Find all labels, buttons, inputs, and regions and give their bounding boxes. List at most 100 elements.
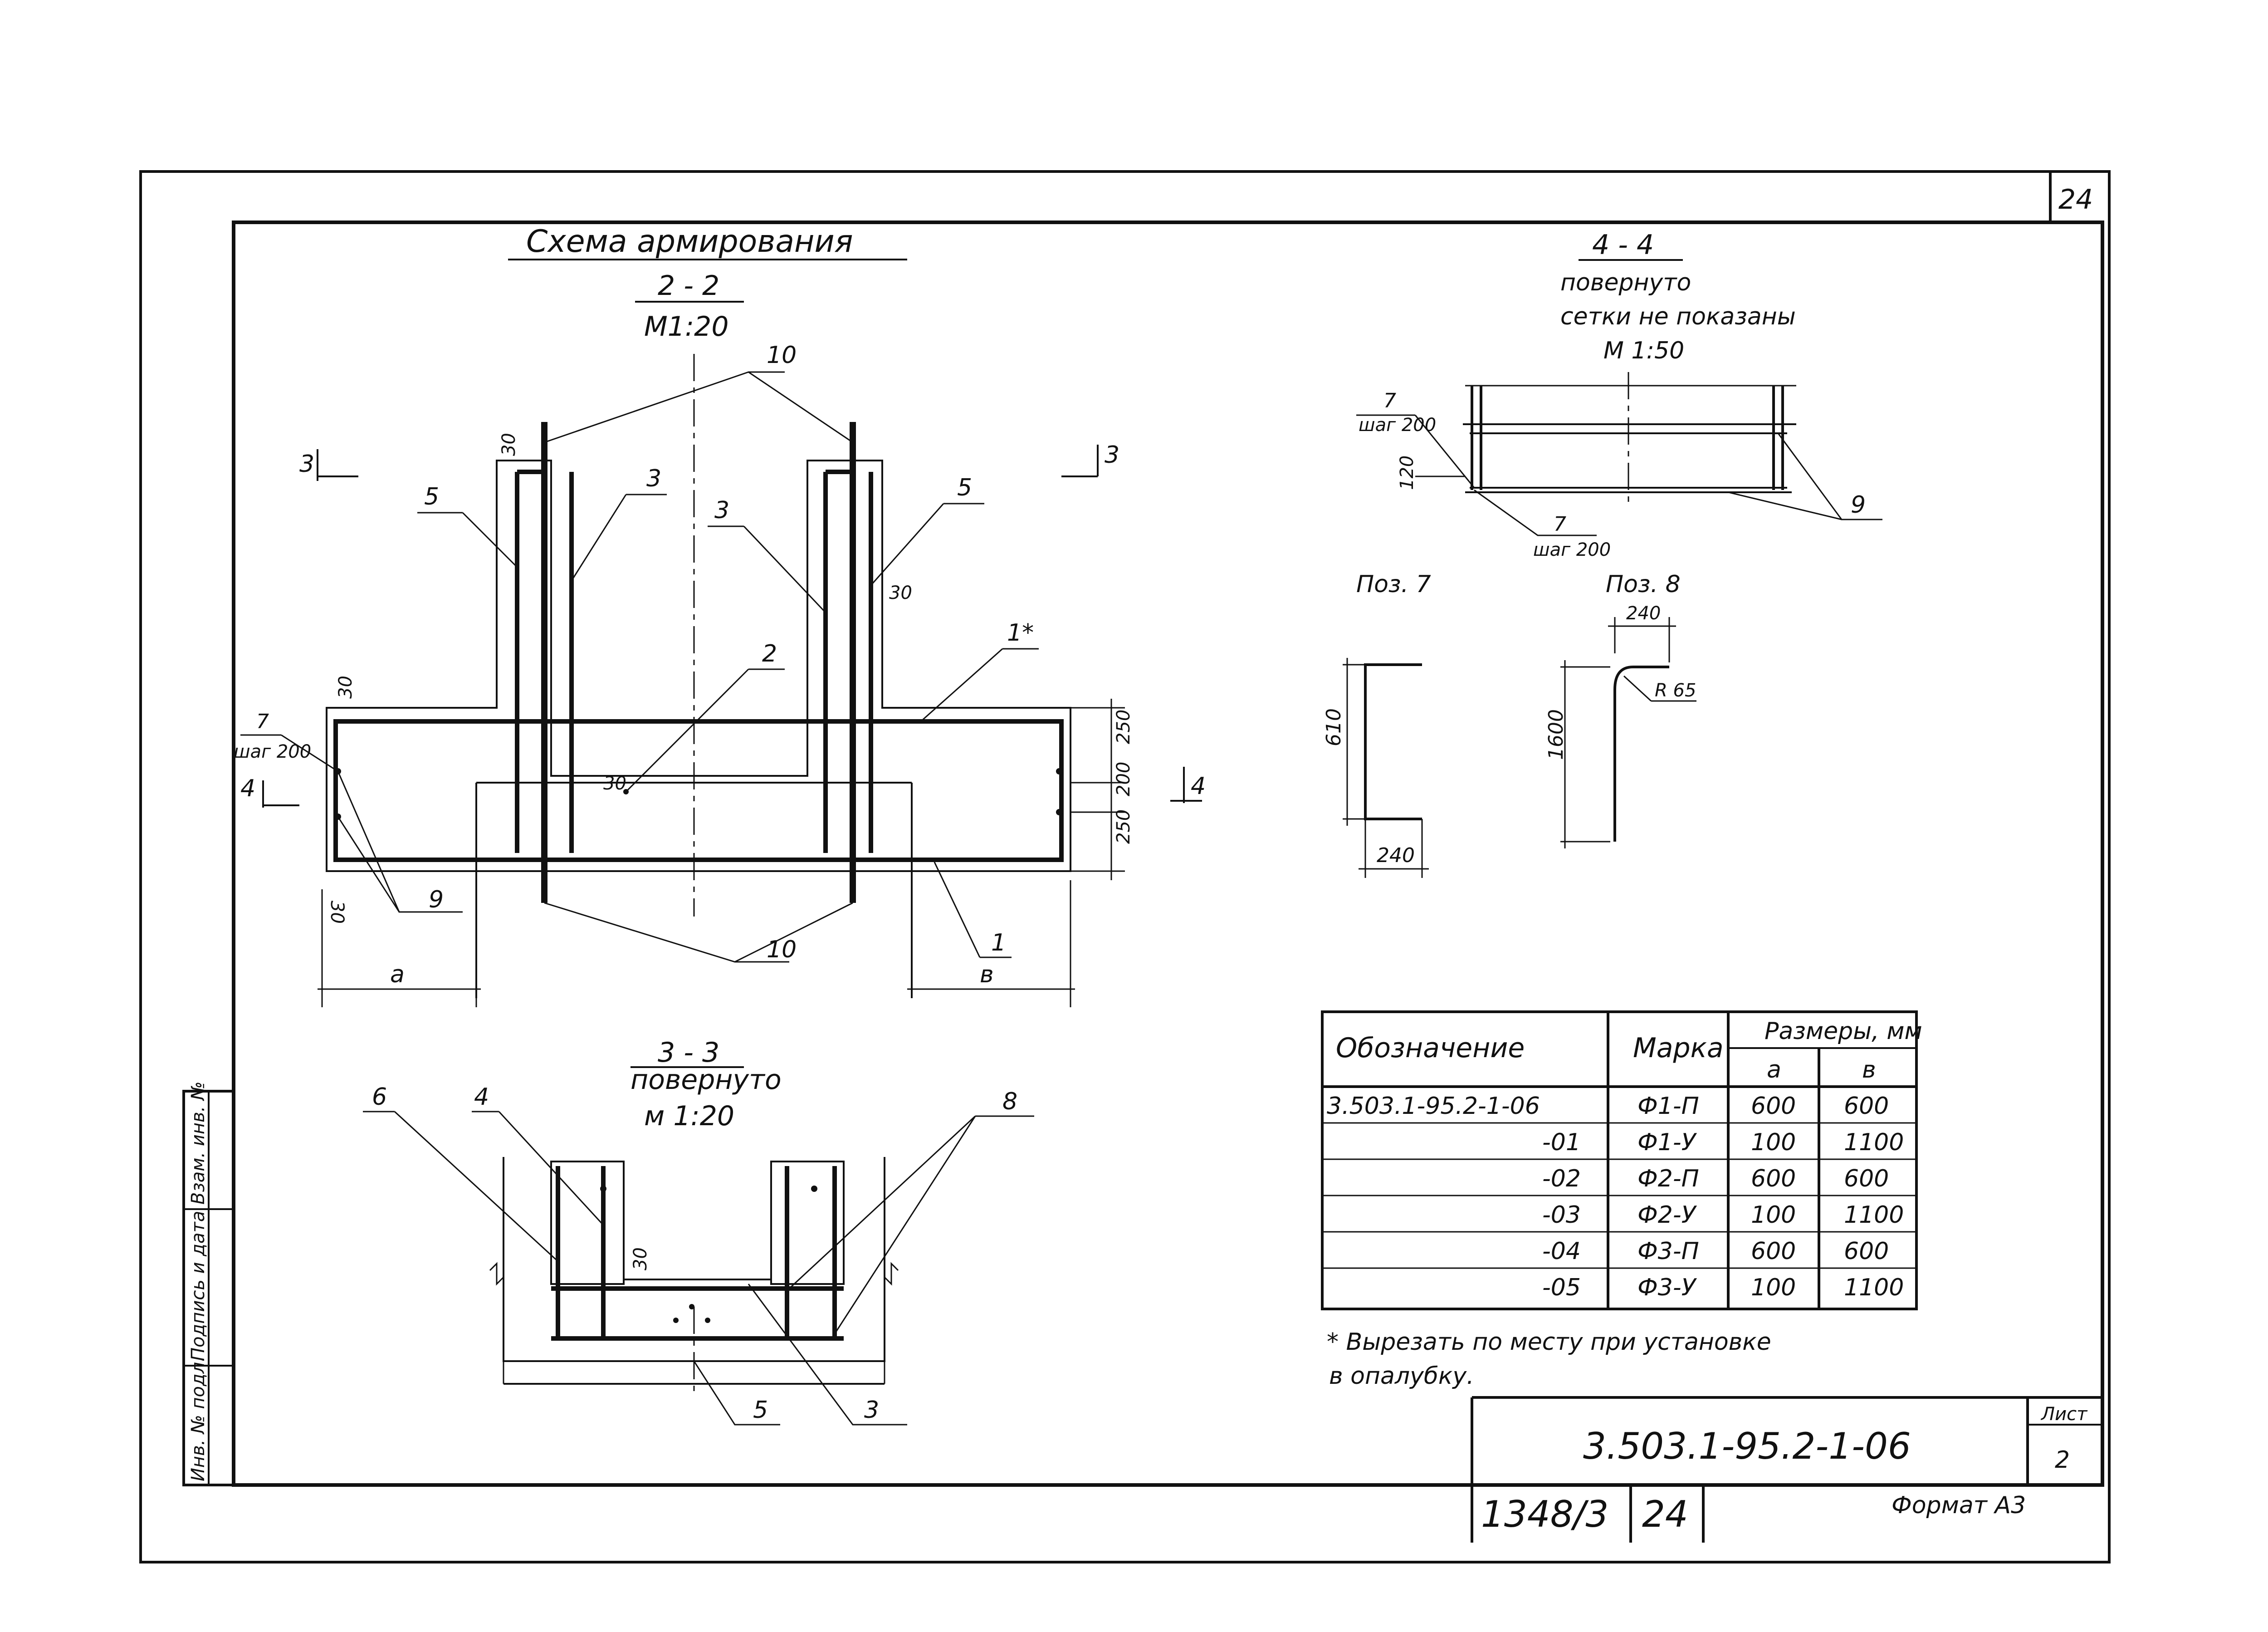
detail-poz8-radius: R 65: [1655, 680, 1696, 701]
pos-7-top: 7: [1383, 389, 1396, 412]
pos-5-section: 5: [753, 1397, 768, 1424]
section-3-3-note: повернуто: [631, 1064, 782, 1096]
step-label-bottom: шаг 200: [1533, 539, 1611, 560]
table-header-designation: Обозначение: [1336, 1032, 1525, 1064]
svg-text:100: 100: [1751, 1274, 1796, 1301]
stamp-vzam-inv: Взам. инв. №: [188, 1081, 209, 1205]
svg-text:30: 30: [327, 901, 347, 924]
pos-3-left: 3: [646, 465, 661, 492]
svg-text:-05: -05: [1542, 1274, 1581, 1301]
pos-7-left: 7: [256, 710, 269, 733]
pos-3-right: 3: [714, 497, 729, 524]
cut-4-left: 4: [240, 775, 255, 802]
dim-b: в: [980, 961, 994, 988]
svg-text:120: 120: [1397, 456, 1418, 490]
table-row: 3.503.1-95.2-1-06 Ф1-П 600 600: [1327, 1093, 1889, 1120]
title-block-sheet-label: Лист: [2040, 1404, 2088, 1425]
svg-text:Ф2-У: Ф2-У: [1637, 1201, 1697, 1229]
detail-poz7-width: 240: [1377, 844, 1415, 867]
svg-text:-01: -01: [1542, 1129, 1581, 1156]
footnote-line2: в опалубку.: [1329, 1362, 1474, 1390]
svg-text:30: 30: [499, 433, 519, 456]
pos-10-top: 10: [767, 342, 797, 369]
pos-3-section: 3: [864, 1397, 879, 1424]
step-label-left: шаг 200: [234, 741, 311, 762]
title-block: 3.503.1-95.2-1-06 Лист 2 1348/3 24 Форма…: [1471, 1396, 2102, 1543]
svg-text:Ф3-У: Ф3-У: [1637, 1274, 1697, 1301]
section-4-4-label: 4 - 4: [1592, 229, 1654, 261]
svg-text:30: 30: [889, 583, 912, 603]
cut-3-left: 3: [299, 451, 314, 478]
svg-text:600: 600: [1751, 1165, 1796, 1192]
svg-text:30: 30: [603, 773, 626, 794]
pos-9-top: 9: [1851, 491, 1866, 519]
section-2-2: Схема армирования 2 - 2 М1:20: [234, 224, 1206, 1007]
section-3-3: 3 - 3 повернуто м 1:20 6 4: [363, 1037, 1034, 1426]
svg-text:200: 200: [1113, 762, 1134, 796]
pos-5-right: 5: [957, 474, 972, 501]
svg-text:30: 30: [630, 1247, 651, 1270]
section-4-4-scale: М 1:50: [1603, 337, 1684, 364]
table-header-a: а: [1767, 1056, 1781, 1083]
section-3-3-label: 3 - 3: [658, 1037, 719, 1068]
pos-5-left: 5: [424, 483, 439, 510]
stamp-signature-date: Подпись и дата: [188, 1211, 209, 1361]
svg-text:600: 600: [1751, 1093, 1796, 1120]
pos-7-bottom: 7: [1554, 513, 1566, 536]
footnote-line1: * Вырезать по месту при установке: [1327, 1328, 1771, 1356]
svg-text:30: 30: [335, 676, 356, 699]
bar-details: Поз. 7 610 240 Поз. 8 240 R 65 1600: [1322, 571, 1696, 878]
cut-4-right: 4: [1191, 773, 1206, 800]
table-header-b: в: [1862, 1056, 1876, 1083]
svg-text:1100: 1100: [1844, 1129, 1904, 1156]
sheet-corner-number: 24: [2058, 184, 2093, 216]
detail-poz8-label: Поз. 8: [1606, 571, 1681, 598]
svg-text:Ф1-У: Ф1-У: [1637, 1129, 1697, 1156]
svg-text:600: 600: [1751, 1238, 1796, 1265]
side-stamp: Инв. № подл. Подпись и дата Взам. инв. №: [182, 1081, 235, 1486]
svg-text:-04: -04: [1542, 1238, 1581, 1265]
pos-1-star: 1*: [1007, 619, 1034, 647]
drawing-title: Схема армирования: [526, 224, 853, 260]
svg-text:1100: 1100: [1844, 1201, 1904, 1229]
svg-text:-02: -02: [1542, 1165, 1581, 1192]
svg-text:3.503.1-95.2-1-06: 3.503.1-95.2-1-06: [1327, 1093, 1540, 1120]
pos-1: 1: [991, 929, 1006, 956]
detail-poz8-width: 240: [1626, 603, 1661, 624]
pos-10-bottom: 10: [767, 936, 797, 963]
table-header-sizes: Размеры, мм: [1765, 1018, 1922, 1045]
title-block-sheet-number: 2: [2055, 1446, 2070, 1474]
svg-text:Ф2-П: Ф2-П: [1637, 1165, 1699, 1192]
svg-text:600: 600: [1844, 1165, 1889, 1192]
inner-frame: [232, 221, 2104, 1487]
dim-a: а: [390, 961, 405, 988]
svg-text:600: 600: [1844, 1238, 1889, 1265]
table-row: -04 Ф3-П 600 600: [1542, 1238, 1889, 1265]
section-2-2-scale: М1:20: [644, 311, 729, 343]
svg-text:250: 250: [1113, 710, 1134, 744]
section-4-4-note2: сетки не показаны: [1560, 303, 1796, 330]
table-row: -02 Ф2-П 600 600: [1542, 1165, 1889, 1192]
svg-text:100: 100: [1751, 1201, 1796, 1229]
section-2-2-label: 2 - 2: [658, 270, 719, 302]
svg-text:Ф1-П: Ф1-П: [1637, 1093, 1699, 1120]
archive-number: 1348/3: [1481, 1493, 1608, 1535]
detail-poz8-height: 1600: [1545, 709, 1568, 760]
title-block-code: 3.503.1-95.2-1-06: [1583, 1425, 1911, 1467]
format-label: Формат А3: [1892, 1492, 2026, 1519]
pos-9-left: 9: [429, 886, 444, 913]
pos-6: 6: [372, 1083, 387, 1111]
detail-poz7-height: 610: [1322, 708, 1345, 746]
sizes-table: Обозначение Марка Размеры, мм а в 3.503.…: [1321, 1010, 1922, 1310]
table-row: -03 Ф2-У 100 1100: [1542, 1201, 1904, 1229]
step-label-top: шаг 200: [1359, 415, 1436, 436]
cut-3-right: 3: [1105, 441, 1119, 469]
table-row: -01 Ф1-У 100 1100: [1542, 1129, 1904, 1156]
outer-frame: [139, 170, 2111, 1563]
stamp-inv-podl: Инв. № подл.: [188, 1356, 209, 1481]
svg-text:100: 100: [1751, 1129, 1796, 1156]
detail-poz7-label: Поз. 7: [1356, 571, 1431, 598]
svg-text:Ф3-П: Ф3-П: [1637, 1238, 1699, 1265]
pos-2: 2: [762, 640, 777, 667]
